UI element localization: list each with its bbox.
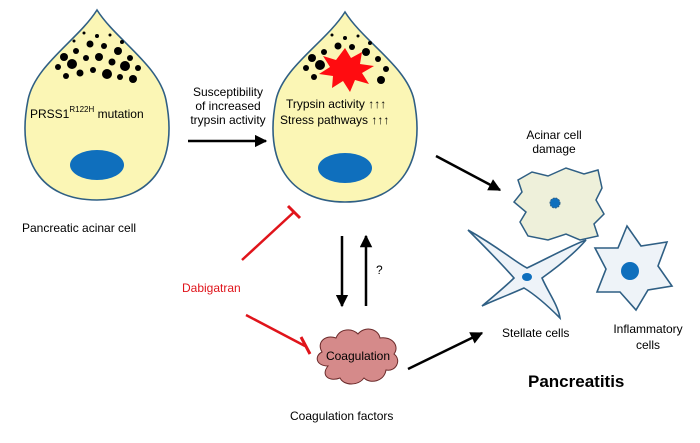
pancreatitis-label: Pancreatitis bbox=[528, 372, 624, 391]
acinar-cell-icon: PRSS1R122H mutation bbox=[24, 8, 170, 201]
trypsin-starburst-icon bbox=[319, 48, 374, 92]
stellate-cells-label: Stellate cells bbox=[502, 326, 569, 340]
acinar-cell-caption: Pancreatic acinar cell bbox=[22, 221, 136, 235]
zymogen-granules bbox=[55, 31, 141, 83]
dabigatran-label: Dabigatran bbox=[182, 281, 241, 295]
coagulation-cloud-icon bbox=[316, 328, 399, 385]
acinar-damage-label-line2: damage bbox=[532, 142, 576, 156]
stress-pathways-label: Stress pathways ↑↑↑ bbox=[280, 113, 389, 127]
susceptibility-label-line1: Susceptibility bbox=[193, 85, 263, 99]
nucleus bbox=[318, 153, 372, 183]
stellate-cell-icon bbox=[467, 229, 587, 321]
arrow-to-stellate-cells bbox=[407, 331, 484, 371]
inhibition-lines bbox=[241, 204, 312, 355]
acinar-damage-label-line1: Acinar cell bbox=[526, 128, 581, 142]
susceptibility-label-line2: of increased bbox=[195, 99, 260, 113]
arrow-to-cell-damage bbox=[435, 154, 502, 192]
trypsin-activity-label: Trypsin activity ↑↑↑ bbox=[286, 97, 386, 111]
unknown-feedback-label: ? bbox=[376, 263, 383, 277]
damaged-cell-icon bbox=[512, 167, 605, 241]
nucleus bbox=[70, 150, 124, 180]
coagulation-factors-caption: Coagulation factors bbox=[290, 409, 393, 423]
mutation-label: PRSS1R122H mutation bbox=[30, 105, 144, 121]
zymogen-granules bbox=[303, 33, 389, 84]
susceptibility-label-line3: trypsin activity bbox=[190, 113, 265, 127]
inflammatory-cell-icon bbox=[593, 224, 674, 312]
coagulation-cloud-label: Coagulation bbox=[326, 349, 390, 363]
inflammatory-cells-label-line2: cells bbox=[636, 338, 660, 352]
activated-acinar-cell-icon: Trypsin activity ↑↑↑ Stress pathways ↑↑↑ bbox=[272, 10, 418, 203]
inflammatory-cells-label-line1: Inflammatory bbox=[613, 322, 682, 336]
